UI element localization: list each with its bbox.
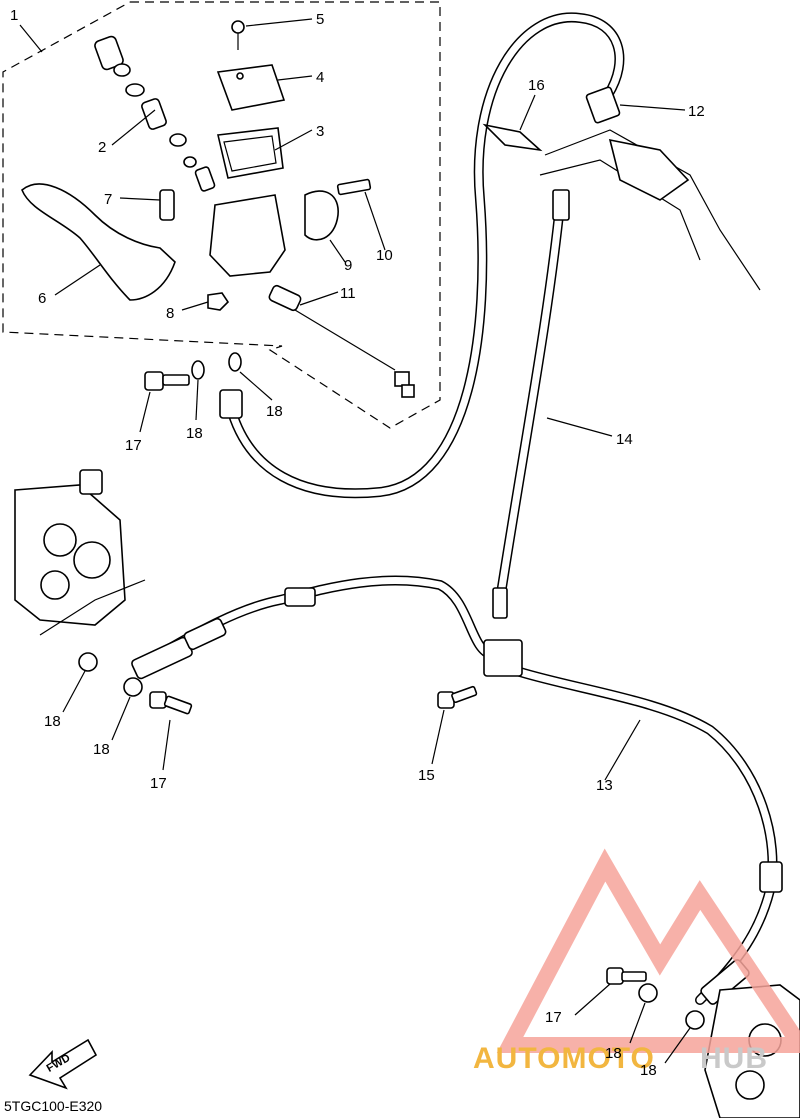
callout-14: 14 [616, 431, 633, 448]
callout-17: 17 [545, 1009, 562, 1026]
callout-5: 5 [316, 11, 324, 28]
callout-15: 15 [418, 767, 435, 784]
callout-17: 17 [125, 437, 142, 454]
callout-17: 17 [150, 775, 167, 792]
assembly-boundary [2, 1, 441, 429]
callout-18: 18 [266, 403, 283, 420]
callout-18: 18 [640, 1062, 657, 1079]
callout-6: 6 [38, 290, 46, 307]
master-cylinder-assembly [21, 20, 415, 398]
brake-hoses [131, 12, 783, 1005]
callout-3: 3 [316, 123, 324, 140]
watermark-logo: AUTOMOTO HUB [473, 848, 800, 1075]
callout-2: 2 [98, 139, 106, 156]
watermark-text: AUTOMOTO [473, 1042, 655, 1075]
callout-7: 7 [104, 191, 112, 208]
left-caliper [14, 469, 146, 636]
callouts: 1 2 3 4 5 6 7 8 9 10 11 12 13 14 15 16 1… [10, 7, 705, 1079]
banjo-bolts-and-washers [78, 352, 705, 1030]
callout-10: 10 [376, 247, 393, 264]
fwd-arrow-icon: FWD [28, 1038, 98, 1090]
callout-4: 4 [316, 69, 324, 86]
handlebar-bracket [482, 123, 761, 291]
leader-lines [19, 18, 691, 1064]
callout-13: 13 [596, 777, 613, 794]
callout-16: 16 [528, 77, 545, 94]
watermark-text-right: HUB [700, 1042, 768, 1075]
diagram-code: 5TGC100-E320 [4, 1098, 102, 1114]
callout-8: 8 [166, 305, 174, 322]
callout-9: 9 [344, 257, 352, 274]
callout-11: 11 [340, 285, 356, 302]
callout-12: 12 [688, 103, 705, 120]
callout-18: 18 [186, 425, 203, 442]
callout-18: 18 [93, 741, 110, 758]
callout-1: 1 [10, 7, 18, 24]
callout-18: 18 [605, 1045, 622, 1062]
callout-18: 18 [44, 713, 61, 730]
